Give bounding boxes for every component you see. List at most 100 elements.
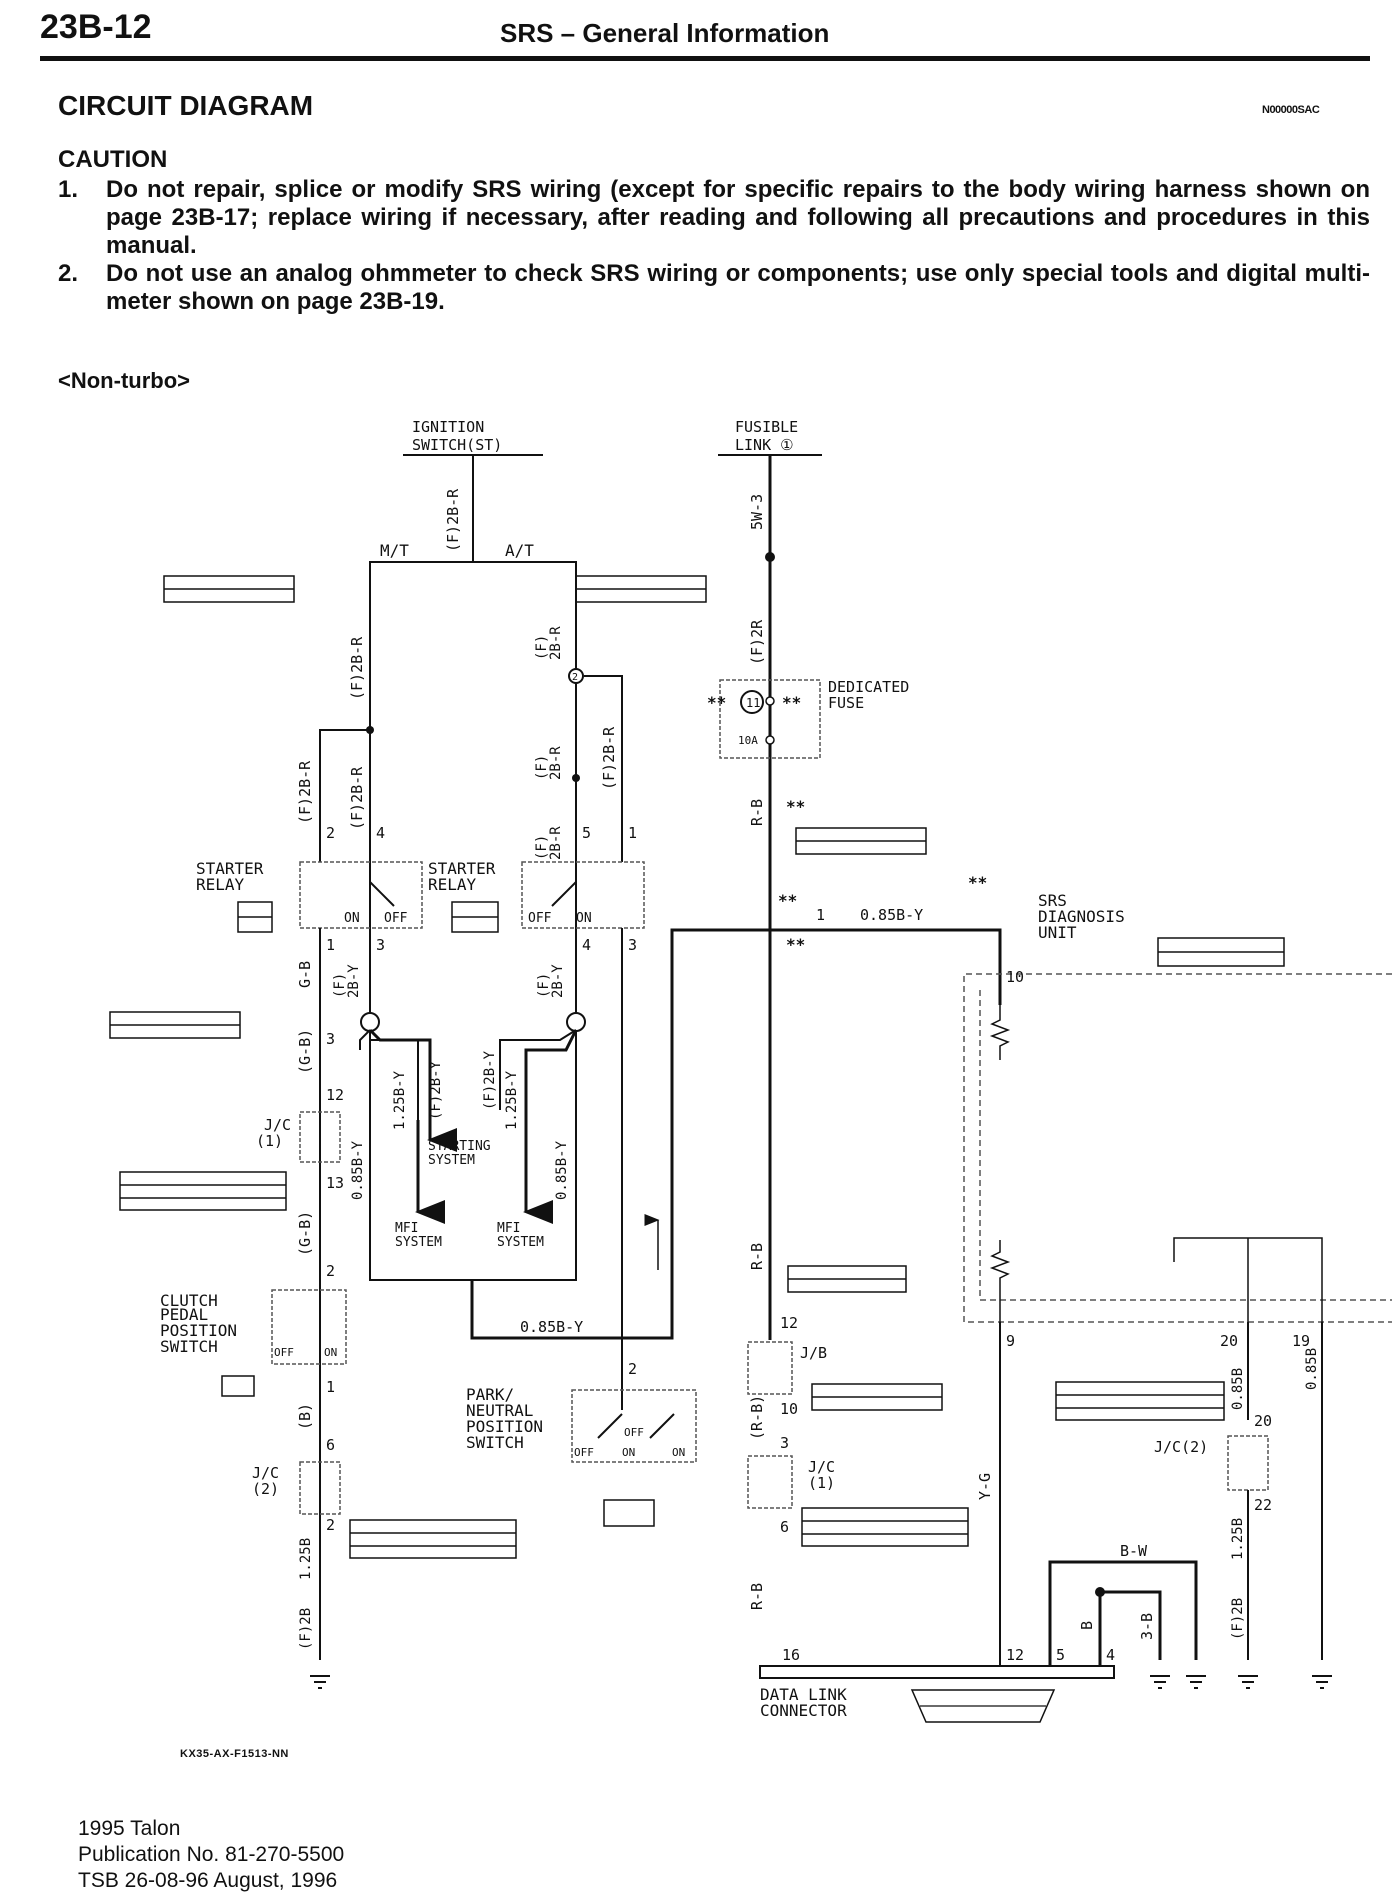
- wire-label: (F)2B-R: [348, 766, 366, 830]
- clutch-pedal-position-switch: CLUTCH PEDAL POSITION SWITCH OFF ON: [160, 1289, 347, 1365]
- stars-mark: **: [707, 693, 726, 712]
- switch-off-label: OFF: [574, 1446, 594, 1459]
- srs-unit-label: SRS: [1038, 891, 1067, 910]
- pin-label: 20: [1220, 1332, 1238, 1350]
- wire-label: (F)2B-Y: [482, 1050, 498, 1110]
- mt-at-branch: [369, 561, 577, 575]
- stars-mark: **: [786, 935, 805, 954]
- header-rule: [40, 56, 1370, 61]
- publication-footer: 1995 Talon Publication No. 81-270-5500 T…: [78, 1816, 344, 1894]
- mt-label: M/T: [380, 541, 409, 560]
- system-label: STARTING: [428, 1139, 491, 1154]
- page-code: 23B-12: [40, 8, 152, 46]
- pin-label: 10: [1006, 968, 1024, 986]
- fusible-link: FUSIBLE LINK ①: [718, 418, 822, 456]
- variant-label: <Non-turbo>: [58, 368, 190, 393]
- connector-block: [787, 1265, 907, 1293]
- pin-label: 12: [780, 1314, 798, 1332]
- wire-label: R-B: [748, 799, 766, 826]
- connector-block: [119, 1171, 287, 1211]
- caution-list: 1. Do not repair, splice or modify SRS w…: [58, 176, 1370, 316]
- srs-unit-label: DIAGNOSIS: [1038, 907, 1125, 926]
- ground-symbol: [310, 1675, 330, 1689]
- jc-label: (2): [252, 1480, 279, 1498]
- pin-label: 9: [1006, 1332, 1015, 1350]
- pin-label: 2: [326, 824, 335, 842]
- caution-text: Do not use an analog ohmmeter to check S…: [106, 260, 1370, 315]
- wire-label: (F)2R: [748, 619, 766, 665]
- pin-label: 5: [1056, 1646, 1065, 1664]
- ground-symbol: [1150, 1675, 1170, 1689]
- dlc-label: DATA LINK: [760, 1685, 847, 1704]
- system-label: SYSTEM: [497, 1235, 544, 1250]
- wire-label: (F): [534, 635, 550, 660]
- junction-block: J/B: [747, 1341, 827, 1395]
- ignition-switch-label: SWITCH(ST): [412, 436, 502, 454]
- wire-label: 2B-R: [548, 626, 564, 660]
- joint-connector: J/C(2): [1154, 1435, 1269, 1491]
- connector-block: [811, 1383, 943, 1411]
- stars-mark: **: [968, 873, 987, 892]
- fusible-link-label: FUSIBLE: [735, 418, 798, 436]
- document-id: N00000SAC: [1262, 104, 1320, 116]
- pin-label: 4: [582, 936, 591, 954]
- switch-label: SWITCH: [466, 1433, 524, 1452]
- switch-on-label: ON: [344, 911, 360, 926]
- jc-label: J/C: [252, 1464, 279, 1482]
- caution-item: 1. Do not repair, splice or modify SRS w…: [58, 176, 1370, 260]
- wire-label: (F): [536, 973, 552, 998]
- connector-block: [1157, 937, 1285, 967]
- connector-block: [349, 1519, 517, 1559]
- wire-label: 1.25B: [298, 1538, 314, 1580]
- switch-label: PARK/: [466, 1385, 514, 1404]
- pin-label: 12: [1006, 1646, 1024, 1664]
- wire-label: 3-B: [1138, 1613, 1156, 1640]
- connector-block: [801, 1507, 969, 1547]
- section-title: CIRCUIT DIAGRAM: [58, 90, 314, 121]
- wire-label: R-B: [748, 1243, 766, 1270]
- ground-symbol: [1238, 1675, 1258, 1689]
- joint-connector: J/C (2): [252, 1461, 341, 1515]
- connector-block: [575, 575, 707, 603]
- fusible-link-label: LINK ①: [735, 436, 794, 454]
- stars-mark: **: [778, 891, 797, 910]
- wire-label: 0.85B: [1230, 1368, 1246, 1410]
- fuse-label: FUSE: [828, 694, 864, 712]
- wire-label: (B): [296, 1403, 314, 1430]
- figure-code: KX35-AX-F1513-NN: [180, 1748, 289, 1760]
- connector-block: [109, 1011, 241, 1039]
- footer-line: TSB 26-08-96 August, 1996: [78, 1869, 338, 1892]
- ground-symbol: [1312, 1675, 1332, 1689]
- wire-label: 1.25B-Y: [504, 1070, 520, 1130]
- page-title: SRS – General Information: [500, 18, 830, 48]
- wire-label: 5W-3: [748, 494, 766, 530]
- stars-mark: **: [782, 693, 801, 712]
- switch-label: POSITION: [160, 1321, 237, 1340]
- ground-symbol: [1186, 1675, 1206, 1689]
- system-label: MFI: [395, 1221, 418, 1236]
- pin-label: 2: [628, 1360, 637, 1378]
- pin-label: 1: [628, 824, 637, 842]
- connector-block: [1055, 1381, 1225, 1421]
- wire-label: (F)2B-Y: [428, 1060, 444, 1120]
- jc-label: (1): [256, 1132, 283, 1150]
- wire-label: 1.25B-Y: [392, 1070, 408, 1130]
- connector-block: [221, 1375, 255, 1397]
- connector-block: [163, 575, 295, 603]
- wire-label: 2B-R: [548, 746, 564, 780]
- footer-line: Publication No. 81-270-5500: [78, 1843, 345, 1866]
- pin-label: 1: [326, 936, 335, 954]
- ignition-switch-label: IGNITION: [412, 418, 484, 436]
- srs-wire: [470, 928, 1002, 1340]
- pin-label: 20: [1254, 1412, 1272, 1430]
- wire-label: (G-B): [296, 1029, 314, 1074]
- switch-off-label: OFF: [274, 1346, 294, 1359]
- wire-label: 2B-Y: [550, 964, 566, 998]
- switch-on-label: ON: [672, 1446, 685, 1459]
- wire-label: (F)2B-R: [348, 636, 366, 700]
- jb-label: J/B: [800, 1344, 827, 1362]
- wire-label: 0.85B-Y: [860, 906, 923, 924]
- pin-label: 3: [780, 1434, 789, 1452]
- jc-label: J/C(2): [1154, 1438, 1208, 1456]
- wire-label: 0.85B-Y: [350, 1140, 366, 1200]
